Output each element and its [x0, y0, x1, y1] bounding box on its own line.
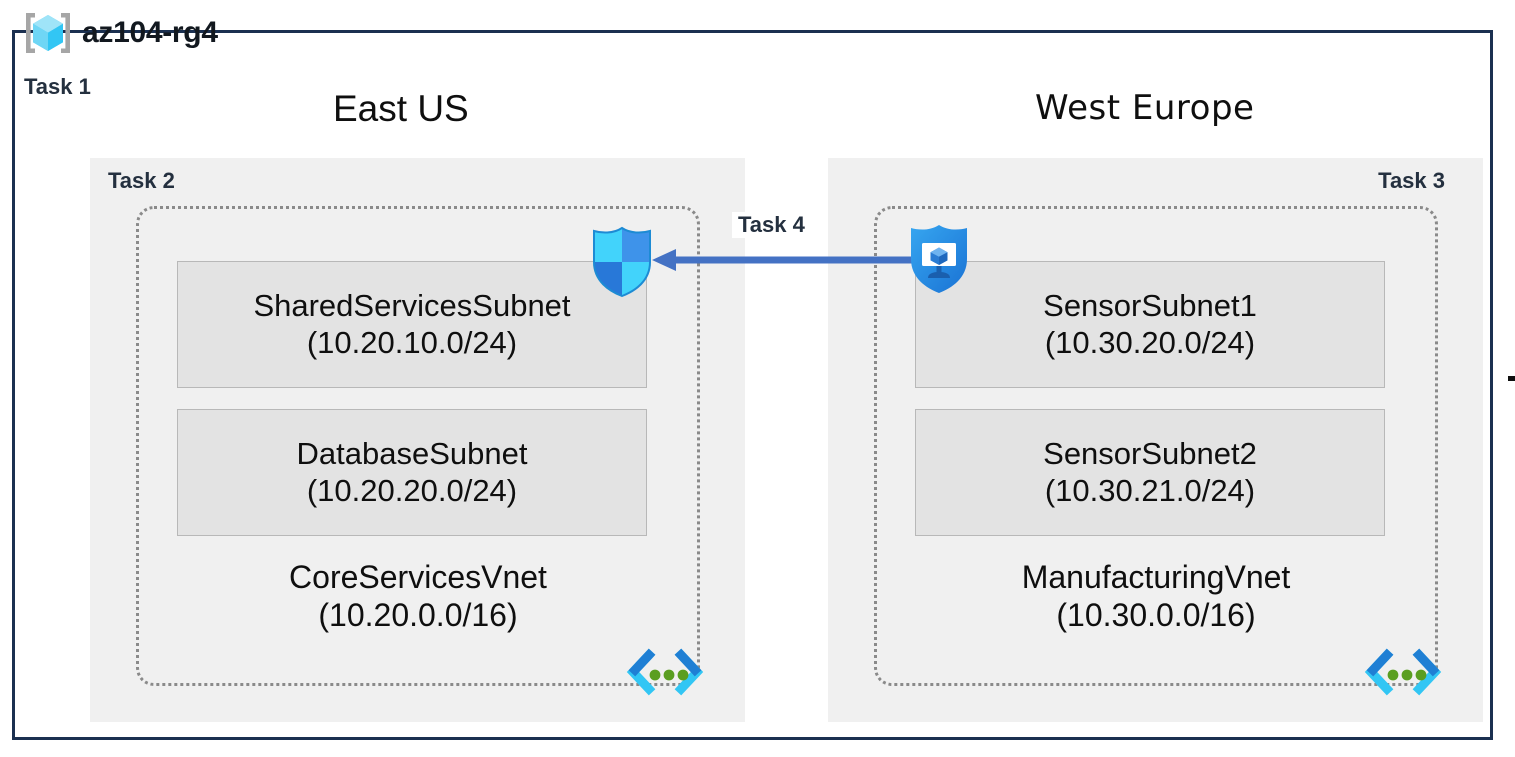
- subnet-sensorsubnet1: SensorSubnet1 (10.30.20.0/24): [915, 261, 1385, 388]
- task-2-label: Task 2: [108, 168, 175, 193]
- subnet-sensorsubnet2: SensorSubnet2 (10.30.21.0/24): [915, 409, 1385, 536]
- vnet-caption-manufacturingvnet: ManufacturingVnet (10.30.0.0/16): [877, 559, 1435, 635]
- subnet-name: DatabaseSubnet: [296, 435, 528, 471]
- resource-group-cube-icon: [22, 10, 74, 56]
- subnet-cidr: (10.30.21.0/24): [1044, 472, 1256, 508]
- edge-tick-mark: [1508, 376, 1515, 381]
- frame-title-gap: [35, 51, 355, 77]
- subnet-name: SensorSubnet2: [1043, 435, 1257, 471]
- resource-group-name: az104-rg4: [82, 16, 218, 49]
- subnet-sharedservicessubnet: SharedServicesSubnet (10.20.10.0/24): [177, 261, 647, 388]
- task-4-label: Task 4: [732, 212, 811, 238]
- region-title-east-us: East US: [333, 88, 469, 129]
- vnet-name: CoreServicesVnet: [289, 559, 547, 595]
- subnet-cidr: (10.30.20.0/24): [1044, 324, 1256, 360]
- subnet-cidr: (10.20.10.0/24): [306, 324, 518, 360]
- region-title-west-europe: West Europe: [1035, 88, 1255, 128]
- subnet-name: SensorSubnet1: [1043, 287, 1257, 323]
- virtual-network-icon: [1363, 643, 1443, 701]
- virtual-network-icon: [625, 643, 705, 701]
- vnet-container-coreservicesvnet: SharedServicesSubnet (10.20.10.0/24) Dat…: [136, 206, 704, 696]
- subnet-databasesubnet: DatabaseSubnet (10.20.20.0/24): [177, 409, 647, 536]
- azure-bastion-shield-icon: [906, 223, 972, 295]
- subnet-cidr: (10.20.20.0/24): [306, 472, 518, 508]
- subnet-name: SharedServicesSubnet: [253, 287, 571, 323]
- vnet-cidr: (10.30.0.0/16): [1056, 596, 1256, 633]
- vnet-container-manufacturingvnet: SensorSubnet1 (10.30.20.0/24) SensorSubn…: [874, 206, 1442, 696]
- azure-firewall-shield-icon: [589, 226, 655, 298]
- vnet-caption-coreservicesvnet: CoreServicesVnet (10.20.0.0/16): [139, 559, 697, 635]
- vnet-cidr: (10.20.0.0/16): [318, 596, 518, 633]
- vnet-peering-arrow: [648, 240, 924, 280]
- resource-group-header: az104-rg4: [22, 10, 218, 56]
- resource-group-frame: [12, 30, 1493, 740]
- task-3-label: Task 3: [1378, 168, 1445, 193]
- vnet-name: ManufacturingVnet: [1021, 559, 1291, 595]
- task-1-label: Task 1: [24, 74, 91, 99]
